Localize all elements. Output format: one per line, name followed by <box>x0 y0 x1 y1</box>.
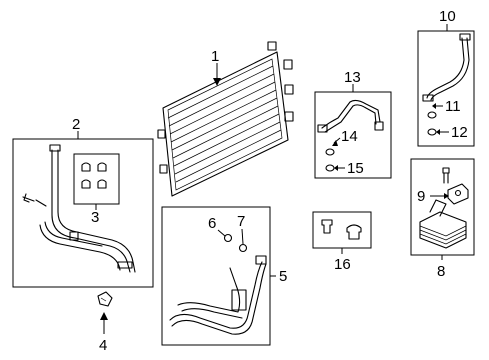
plugs-box <box>312 211 372 249</box>
oil-cooler-core[interactable] <box>157 41 294 197</box>
line-clip[interactable] <box>97 291 113 307</box>
cooler-tube[interactable] <box>422 33 471 102</box>
callout-14: 14 <box>341 128 358 145</box>
callout-5: 5 <box>279 268 287 285</box>
oil-cooler[interactable] <box>419 167 469 249</box>
clips[interactable] <box>81 162 107 189</box>
callout-11: 11 <box>445 98 461 115</box>
tube-assembly[interactable] <box>169 233 267 335</box>
callout-2: 2 <box>72 116 80 133</box>
callout-6: 6 <box>208 215 216 232</box>
callout-7: 7 <box>237 213 245 230</box>
o-rings-14-15[interactable] <box>325 148 335 172</box>
outlet-tube[interactable] <box>317 99 384 133</box>
cooler-tube-box <box>417 30 475 147</box>
o-rings-11-12[interactable] <box>427 111 437 136</box>
clips-box <box>73 153 120 205</box>
callout-8: 8 <box>437 263 445 280</box>
callout-15: 15 <box>347 160 364 177</box>
oil-cooler-box <box>410 158 475 256</box>
callout-13: 13 <box>344 69 361 86</box>
oil-cooler-lines[interactable] <box>22 144 136 273</box>
callout-9: 9 <box>417 188 425 205</box>
callout-10: 10 <box>439 8 456 25</box>
callout-16: 16 <box>334 256 351 273</box>
callout-3: 3 <box>91 209 99 226</box>
oil-cooler-lines-box <box>12 138 154 288</box>
callout-12: 12 <box>451 124 468 141</box>
callout-1: 1 <box>211 48 219 65</box>
callout-4: 4 <box>99 337 107 354</box>
plugs[interactable] <box>321 219 362 240</box>
